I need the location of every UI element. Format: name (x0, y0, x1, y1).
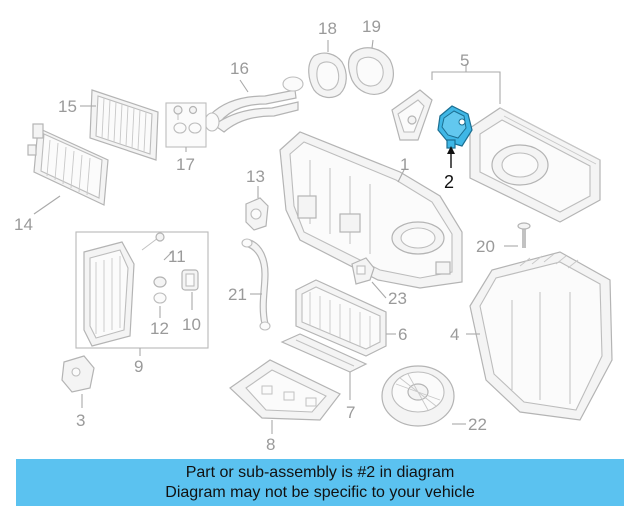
part-21-drain-hose (241, 238, 271, 331)
callout-13: 13 (246, 167, 265, 186)
callout-9: 9 (134, 357, 143, 376)
part-19-gasket (347, 47, 394, 95)
part-10-sensor (181, 269, 199, 291)
callout-23: 23 (388, 289, 407, 308)
callout-6: 6 (398, 325, 407, 344)
part-17-seals (165, 102, 207, 148)
part-12-seal (153, 276, 167, 304)
part-8-tray (229, 359, 341, 421)
part-1-heater-box (279, 131, 463, 289)
part-11-screw (141, 232, 165, 251)
part-4-lower-housing (469, 251, 613, 421)
callout-19: 19 (362, 17, 381, 36)
part-15-evaporator (89, 89, 159, 161)
callout-5: 5 (460, 51, 469, 70)
callout-21: 21 (228, 285, 247, 304)
part-14-heater-core (27, 123, 109, 206)
part-7-filter-cover (280, 333, 368, 373)
part-22-blower-motor (381, 365, 455, 427)
callout-4: 4 (450, 325, 459, 344)
parts-diagram: 1 2 3 4 5 6 7 8 9 10 11 12 13 14 15 16 1… (14, 17, 613, 454)
part-20-screw (517, 222, 531, 248)
part-9-bracket-box (75, 231, 209, 349)
part-3-bracket (61, 355, 95, 393)
callout-10: 10 (182, 315, 201, 334)
part-2-actuator (437, 105, 473, 149)
part-6-cabin-filter (295, 279, 387, 357)
callout-14: 14 (14, 215, 33, 234)
callout-12: 12 (150, 319, 169, 338)
callout-3: 3 (76, 411, 85, 430)
callout-18: 18 (318, 19, 337, 38)
banner-disclaimer: Diagram may not be specific to your vehi… (165, 483, 475, 501)
callout-17: 17 (176, 155, 195, 174)
callout-7: 7 (346, 403, 355, 422)
callout-22: 22 (468, 415, 487, 434)
banner-part-note: Part or sub-assembly is #2 in diagram (185, 463, 455, 481)
callout-11: 11 (168, 247, 186, 266)
callout-2: 2 (444, 172, 454, 192)
part-16-pipes (204, 76, 304, 133)
part-18-gasket (308, 52, 347, 99)
callout-labels: 1 2 3 4 5 6 7 8 9 10 11 12 13 14 15 16 1… (14, 17, 495, 454)
part-9-auxiliary-heater (83, 241, 135, 347)
callout-16: 16 (230, 59, 249, 78)
part-13-actuator (245, 197, 269, 231)
part-5-linkage (391, 89, 433, 141)
callout-15: 15 (58, 97, 77, 116)
part-23-connector (351, 257, 375, 285)
callout-20: 20 (476, 237, 495, 256)
part-5-upper-housing (469, 107, 601, 223)
info-banner: Part or sub-assembly is #2 in diagram Di… (16, 459, 624, 506)
callout-1: 1 (400, 155, 409, 174)
callout-8: 8 (266, 435, 275, 454)
